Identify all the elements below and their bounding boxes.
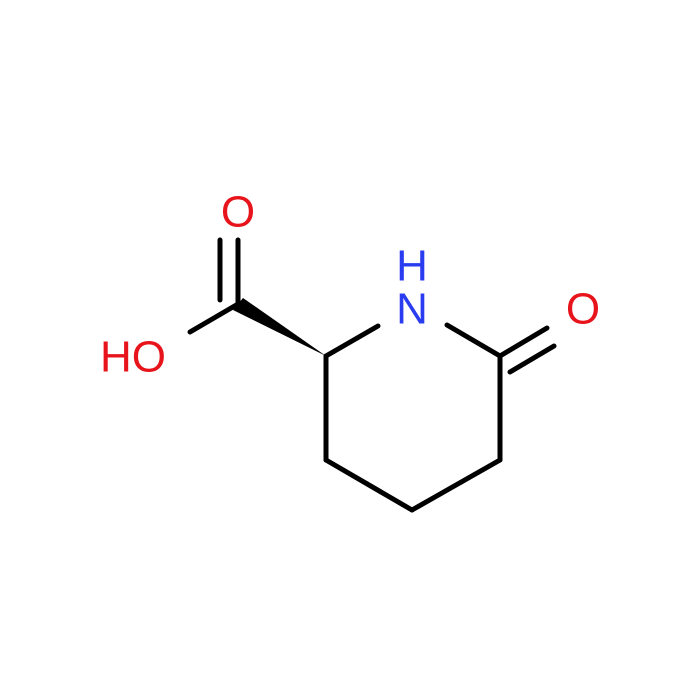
bond-c6-o-lactam-1 [497,325,550,359]
atom-label-n-ring: N [396,285,428,334]
bond-n1-c6 [444,322,503,359]
bond-c6-o-lactam-2 [507,343,557,375]
atom-label-hydroxyl: HO [100,333,166,382]
bond-c4-c3 [323,457,415,513]
atom-label-o-acid: O [221,188,255,237]
bond-c5-c4 [409,457,503,513]
bond-c2-n1 [323,323,381,359]
atom-label-o-lactam: O [566,285,600,334]
atom-label-nh-hydrogen: H [396,242,428,291]
bond-carboxyl-c-oh [187,301,241,335]
wedge-bond-c2-carboxyl [233,298,326,356]
